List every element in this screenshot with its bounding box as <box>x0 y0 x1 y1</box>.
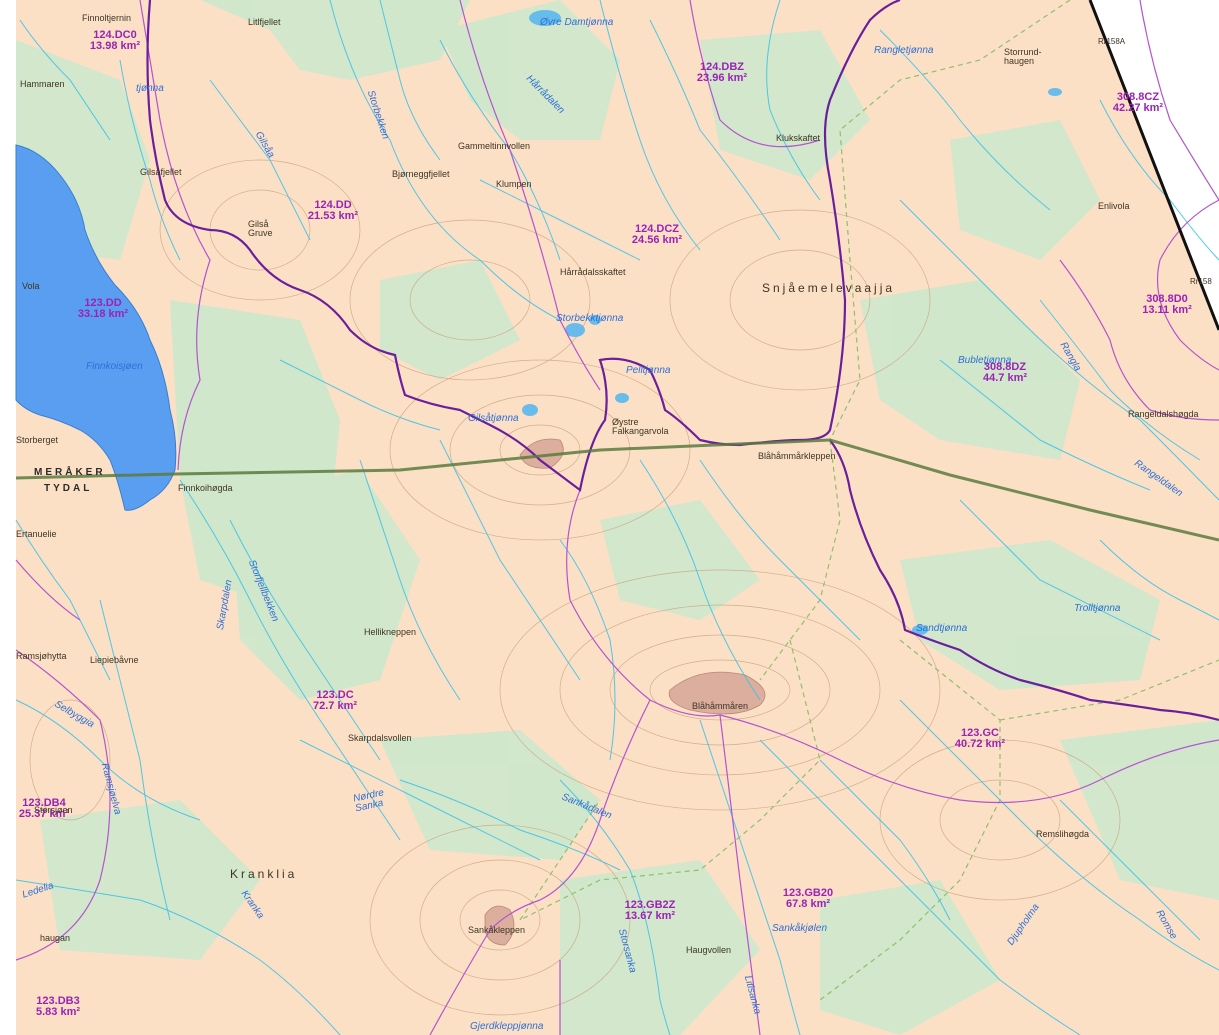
place-label: Rangeldalshøgda <box>1128 409 1199 419</box>
place-label: haugan <box>40 933 71 943</box>
water-label: Finnkoisjøen <box>86 361 143 372</box>
lake-finnkoisjoen <box>15 144 177 511</box>
water-label: Rangletjønna <box>874 45 934 56</box>
water-label: tjønna <box>136 83 164 94</box>
region-label: Snjåemelevaajja <box>762 281 896 295</box>
water-label: Sankåkjølen <box>772 923 828 934</box>
place-label: Øystre Falkangarvola <box>612 417 669 436</box>
watershed-boundary-south <box>829 439 1219 722</box>
place-label: Haugvollen <box>686 945 732 955</box>
water-label: Trolltjønna <box>1074 603 1121 614</box>
place-label: Enlivola <box>1098 201 1130 211</box>
water-label: Storbekktjønna <box>556 313 624 324</box>
water-label: Bubletjønna <box>958 355 1012 366</box>
place-label: Klumpen <box>496 179 532 189</box>
place-label: Ertanuelie <box>16 529 57 539</box>
place-label: Vola <box>22 281 40 291</box>
place-label: Storsjøen <box>34 805 73 815</box>
ponds <box>522 10 1062 635</box>
place-label: Klukskaftet <box>776 133 821 143</box>
place-label: Ramsjøhytta <box>16 651 67 661</box>
water-label: Gilsåtjønna <box>468 413 519 424</box>
place-label: Blåhåmmårkleppen <box>758 451 836 461</box>
place-label: Sankåkleppen <box>468 925 526 935</box>
map-edge-line <box>1088 0 1219 331</box>
region-label: Kranklia <box>230 867 298 881</box>
water-label: Pelltjønna <box>626 365 671 376</box>
county-border <box>15 438 1219 542</box>
place-label: Finnoltjernin <box>82 13 132 23</box>
water-label: Sandtjønna <box>916 623 968 634</box>
place-label: Hammaren <box>20 79 65 89</box>
place-label: Gilsåfjellet <box>140 167 182 177</box>
streams <box>15 0 1219 1035</box>
map-code-label: Rr158A <box>1098 37 1126 46</box>
place-label: Hellikneppen <box>364 627 417 637</box>
water-label: Gjerdkleppjønna <box>470 1021 544 1032</box>
subbasin-boundaries <box>15 0 1219 1035</box>
place-label: Blåhåmmåren <box>692 701 749 711</box>
water-label: Øvre Damtjønna <box>540 17 614 28</box>
watershed-boundary <box>146 0 901 492</box>
place-label: Storberget <box>16 435 59 445</box>
place-label: Remslihøgda <box>1036 829 1090 839</box>
place-label: Hårrådalsskaftet <box>560 267 626 277</box>
place-label: Litlfjellet <box>248 17 281 27</box>
place-label: Gilså Gruve <box>248 219 273 238</box>
forest-zones <box>16 0 1219 1035</box>
place-label: Bjørneggfjellet <box>392 169 450 179</box>
left-margin <box>0 0 16 1035</box>
map-code-label: Rr158 <box>1190 277 1212 286</box>
region-label: TYDAL <box>44 483 93 494</box>
region-label: MERÅKER <box>34 467 106 478</box>
place-label: Gammeltinnvollen <box>458 141 531 151</box>
place-label: Finnkoihøgda <box>178 483 233 493</box>
place-label: Liepiebåvne <box>90 655 139 665</box>
place-label: Skarpdalsvollen <box>348 733 412 743</box>
contour-lines <box>24 159 1121 1016</box>
place-label: Storrund-haugen <box>1004 47 1042 66</box>
